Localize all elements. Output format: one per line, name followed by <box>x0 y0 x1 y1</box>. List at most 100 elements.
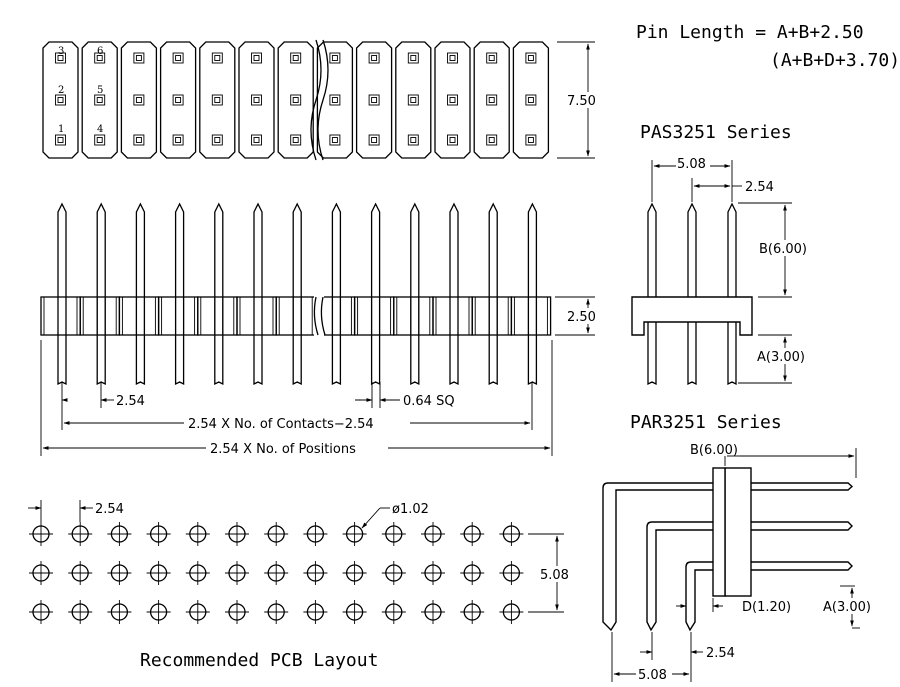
formula-line1: Pin Length = A+B+2.50 <box>636 22 864 43</box>
top-module <box>316 41 354 159</box>
pin-number-6: 6 <box>97 46 103 57</box>
front-pin <box>488 202 498 386</box>
par-a-label: A(3.00) <box>823 600 871 615</box>
top-pin-square <box>133 52 145 64</box>
pcb-layout-title: Recommended PCB Layout <box>140 650 378 671</box>
par-254-label: 2.54 <box>706 646 735 661</box>
top-pin-square <box>133 134 145 146</box>
top-pin-square <box>486 94 498 106</box>
top-module <box>199 41 236 159</box>
front-pin <box>135 202 146 386</box>
top-pin-square <box>172 94 184 106</box>
pas-side-view <box>631 202 753 386</box>
top-view-height-dimension: 7.50 <box>557 41 606 159</box>
break-line <box>310 39 322 161</box>
pcb-hole-dimension: ø1.02 <box>361 502 429 529</box>
top-pin-square <box>329 134 341 146</box>
top-pin-square <box>94 94 106 106</box>
par-side-view <box>602 467 854 632</box>
pin-number-3: 3 <box>58 46 64 57</box>
front-body-height-label: 2.50 <box>567 310 596 325</box>
pas-pin <box>647 202 657 386</box>
top-pin-square <box>407 94 419 106</box>
top-pin-square <box>211 52 223 64</box>
par-b-dimension: B(6.00) <box>690 443 857 478</box>
front-body-segment <box>197 296 238 336</box>
top-pin-square <box>368 134 380 146</box>
pas-pin <box>727 202 737 386</box>
top-module <box>473 41 510 159</box>
top-pin-square <box>55 52 66 64</box>
top-pin-square <box>251 94 262 106</box>
front-pin <box>527 202 538 386</box>
front-body-segment <box>510 296 552 336</box>
top-pin-square <box>55 94 66 106</box>
top-pin-square <box>55 134 66 146</box>
front-pin <box>57 202 67 386</box>
top-pin-square <box>368 52 380 64</box>
front-pin <box>292 202 302 386</box>
pas-254-dimension: 2.54 <box>691 178 774 202</box>
front-pin <box>410 202 420 386</box>
top-pin-square <box>525 134 537 146</box>
top-pin-square <box>407 52 419 64</box>
par-a-dimension: A(3.00) <box>822 585 880 629</box>
top-pin-square <box>525 52 537 64</box>
par-508-label: 5.08 <box>638 668 667 683</box>
front-body-segment <box>471 296 513 336</box>
pin-number-2: 2 <box>58 85 64 96</box>
top-pin-square <box>486 134 498 146</box>
front-break-line <box>313 296 319 336</box>
positions-dimension: 2.54 X No. of Positions <box>40 340 553 457</box>
top-module <box>120 41 158 159</box>
front-pin <box>370 202 381 386</box>
contacts-label: 2.54 X No. of Contacts−2.54 <box>188 417 374 432</box>
top-pin-square <box>290 52 302 64</box>
par-d-label: D(1.20) <box>742 600 791 615</box>
front-body-segment <box>40 296 81 336</box>
top-view <box>42 39 550 161</box>
front-body-height-dimension: 2.50 <box>555 296 600 336</box>
par-series-title: PAR3251 Series <box>630 412 782 433</box>
contacts-dimension: 2.54 X No. of Contacts−2.54 <box>61 382 533 432</box>
par-254-dimension: 2.54 <box>640 632 735 682</box>
front-pin <box>96 202 106 386</box>
front-body-segment <box>236 296 277 336</box>
front-pin <box>449 202 459 386</box>
top-pin-square <box>211 94 223 106</box>
par-d-dimension: D(1.20) <box>676 598 791 615</box>
pin-size-dimension: 0.64 SQ <box>355 382 455 409</box>
front-body-segment <box>393 296 434 336</box>
top-pin-square <box>211 134 223 146</box>
front-pin <box>174 202 185 386</box>
top-module <box>434 41 471 159</box>
pas-series-title: PAS3251 Series <box>640 122 792 143</box>
front-pitch-dimension: 2.54 <box>61 382 145 409</box>
pas-b-dimension: B(6.00) <box>738 202 812 298</box>
positions-label: 2.54 X No. of Positions <box>210 442 356 457</box>
top-height-label: 7.50 <box>567 94 596 109</box>
front-body-segment <box>79 296 121 336</box>
top-pin-square <box>94 52 106 64</box>
top-pin-square <box>251 134 262 146</box>
front-pin <box>253 202 263 386</box>
pin-number-4: 4 <box>97 124 103 135</box>
pin-number-5: 5 <box>97 85 103 96</box>
top-pin-square <box>251 52 262 64</box>
pcb-pitch-dimension: 2.54 <box>28 500 124 522</box>
top-pin-square <box>486 52 498 64</box>
top-pin-square <box>290 134 302 146</box>
pcb-row-dimension: 5.08 <box>528 533 578 613</box>
top-pin-square <box>447 94 458 106</box>
top-module <box>238 41 275 159</box>
front-pitch-label: 2.54 <box>116 394 145 409</box>
top-module <box>512 41 550 159</box>
pas-a-label: A(3.00) <box>757 350 805 365</box>
pas-a-dimension: A(3.00) <box>738 334 812 384</box>
front-pin <box>214 202 224 386</box>
top-pin-square <box>525 94 537 106</box>
pas-b-label: B(6.00) <box>759 242 807 257</box>
pin-number-1: 1 <box>58 124 64 135</box>
pcb-row-label: 5.08 <box>540 568 569 583</box>
top-module <box>395 41 432 159</box>
